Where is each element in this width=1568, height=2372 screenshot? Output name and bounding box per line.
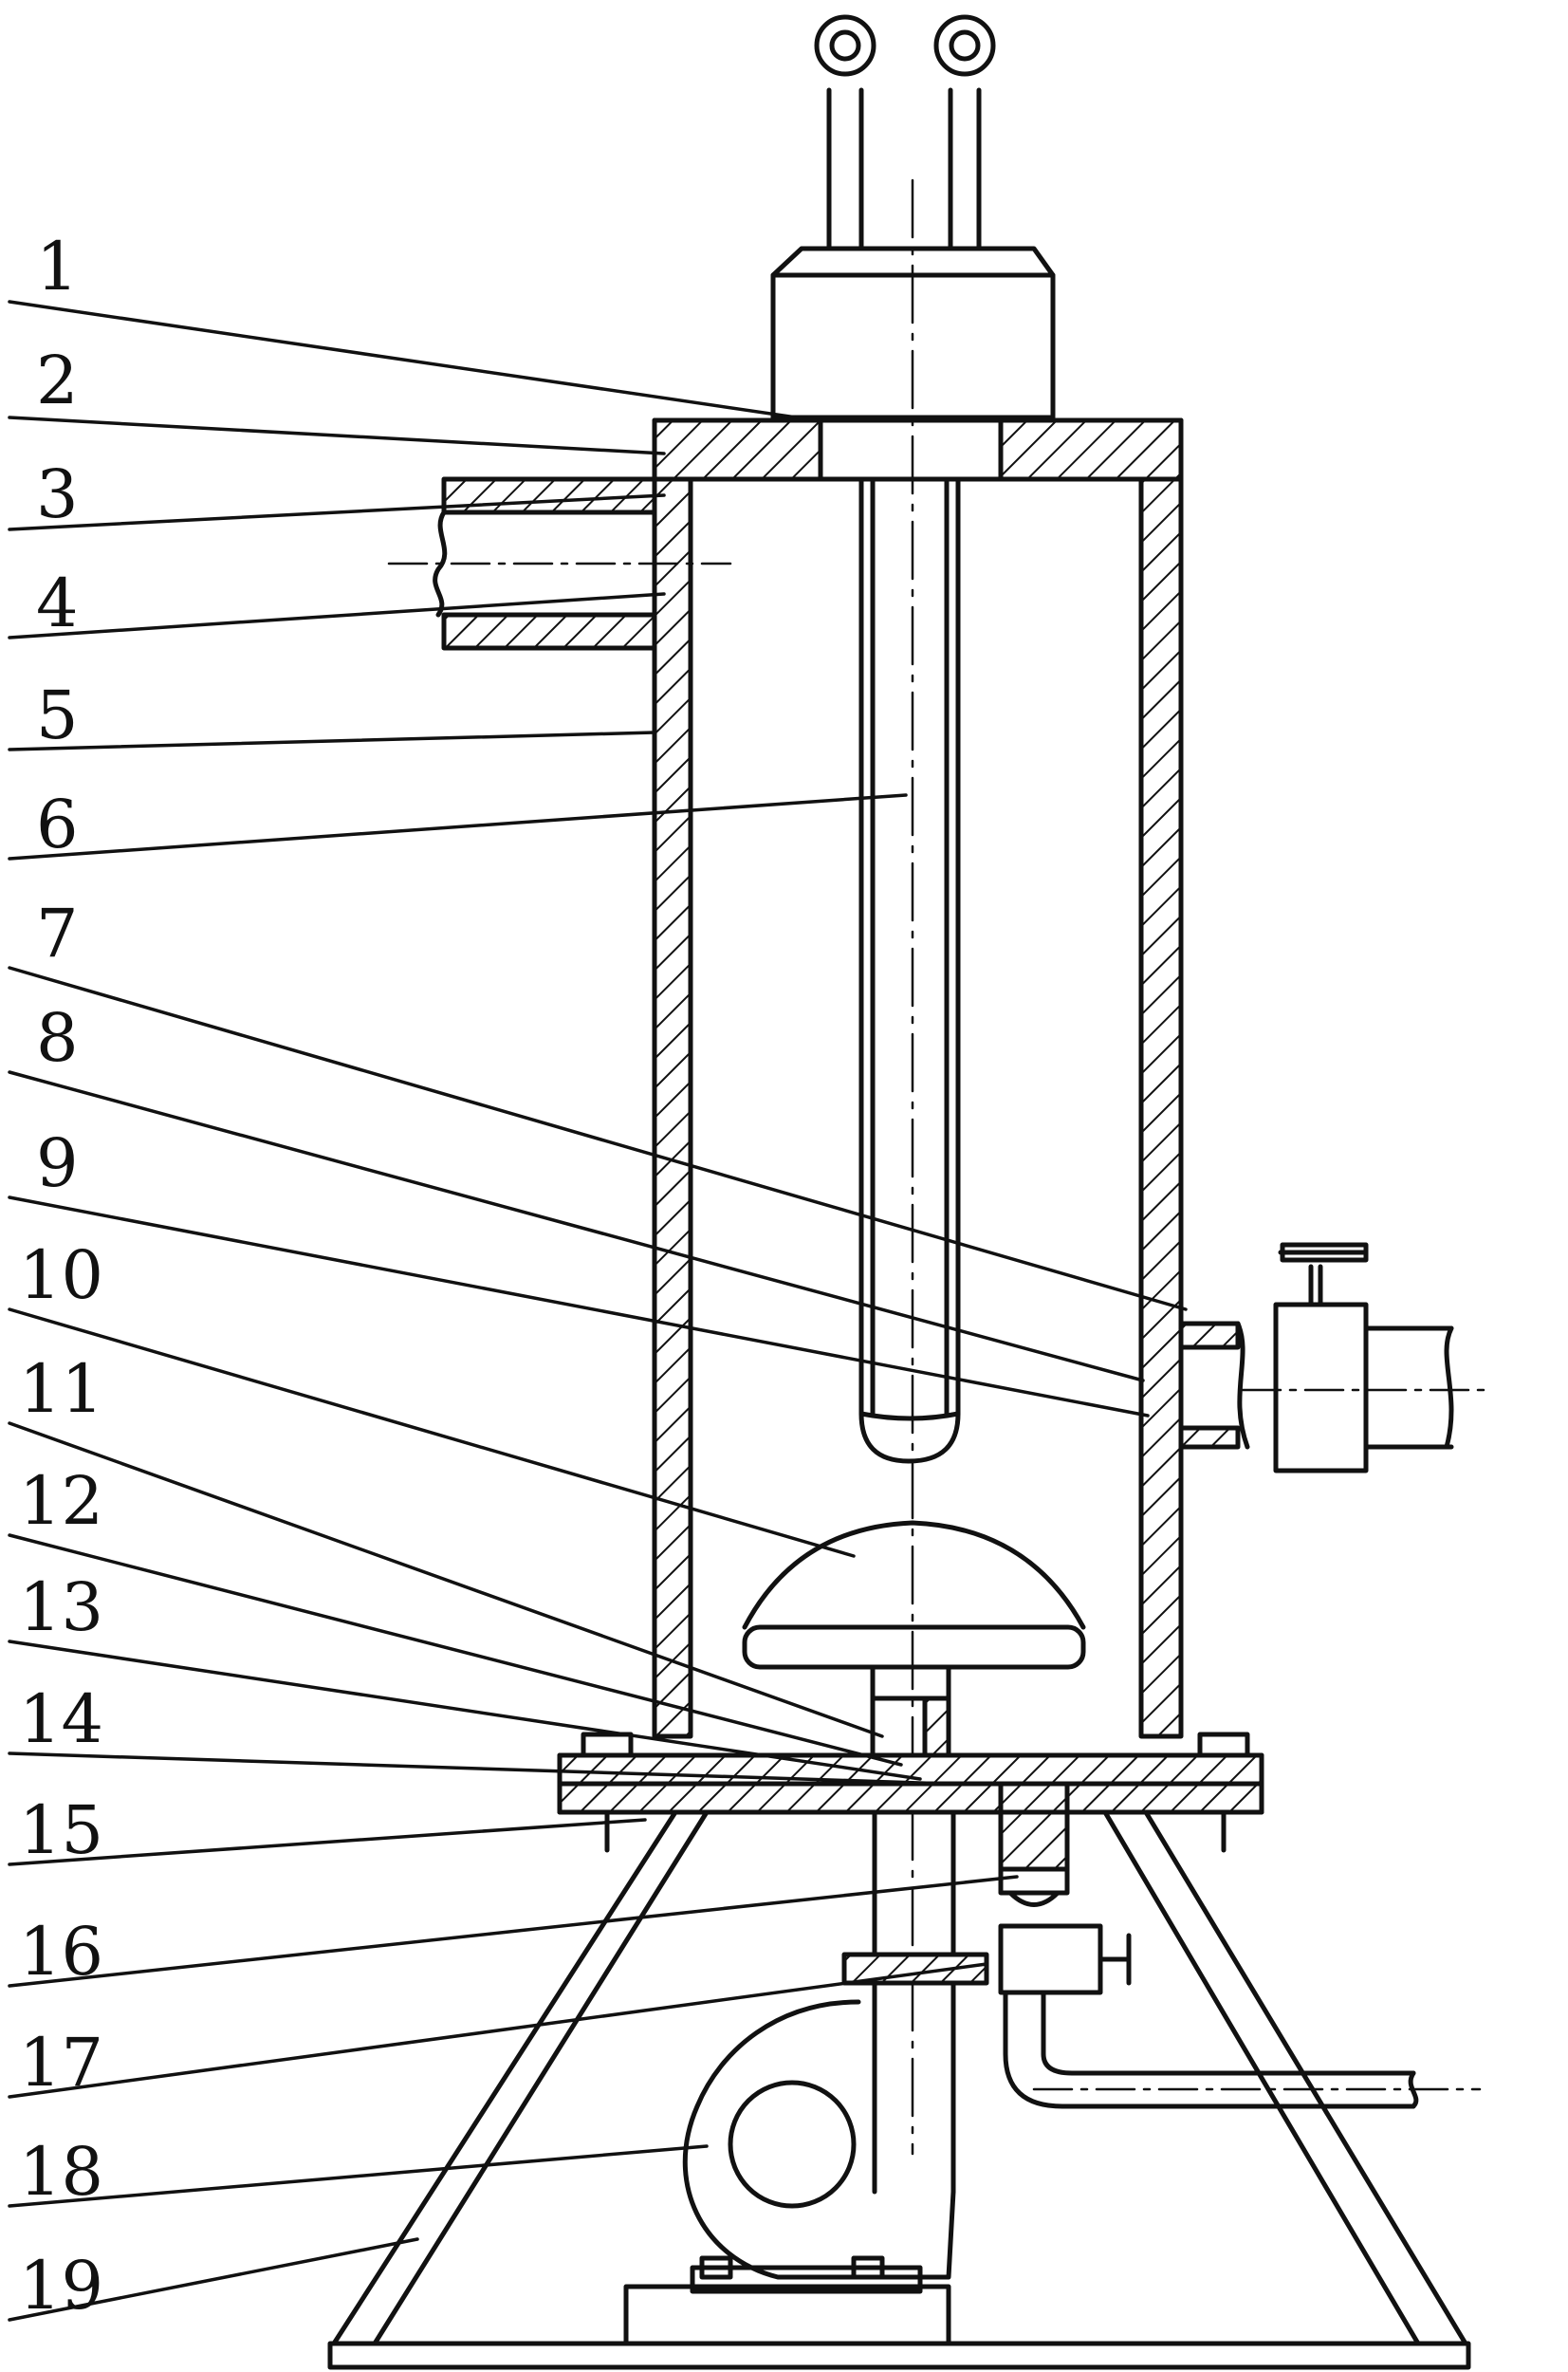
label-6: 6 [36, 786, 79, 863]
drain-pipe [872, 1781, 1070, 2195]
label-13: 13 [19, 1568, 103, 1646]
top-cover [652, 417, 1184, 482]
bottom-valve [841, 1923, 1482, 2109]
label-2: 2 [36, 342, 79, 419]
label-1: 1 [36, 228, 79, 306]
label-5: 5 [36, 676, 79, 754]
label-12: 12 [19, 1462, 103, 1540]
electrode-tube [858, 476, 961, 1464]
motor-base [623, 2284, 951, 2346]
support-stand [327, 1809, 1471, 2370]
part-labels: 1 2 3 4 5 6 7 8 9 10 11 12 13 14 15 16 1… [19, 228, 103, 2325]
inlet-valve [1178, 1242, 1486, 1473]
label-16: 16 [19, 1913, 103, 1991]
label-19: 19 [19, 2247, 103, 2325]
electrode-terminals [814, 14, 996, 251]
label-7: 7 [36, 895, 79, 973]
label-9: 9 [36, 1124, 79, 1202]
vessel-shell [652, 476, 1184, 1739]
label-10: 10 [19, 1236, 103, 1314]
pump [682, 1999, 956, 2294]
label-4: 4 [36, 565, 79, 642]
label-11: 11 [19, 1350, 103, 1428]
leader-lines [8, 300, 1188, 2322]
dome-deflector [742, 1520, 1086, 1670]
label-15: 15 [19, 1791, 103, 1869]
label-3: 3 [36, 455, 79, 533]
bottom-plate [557, 1732, 1264, 1853]
label-17: 17 [19, 2024, 103, 2102]
label-8: 8 [36, 999, 79, 1077]
label-18: 18 [19, 2133, 103, 2211]
label-14: 14 [19, 1680, 103, 1758]
